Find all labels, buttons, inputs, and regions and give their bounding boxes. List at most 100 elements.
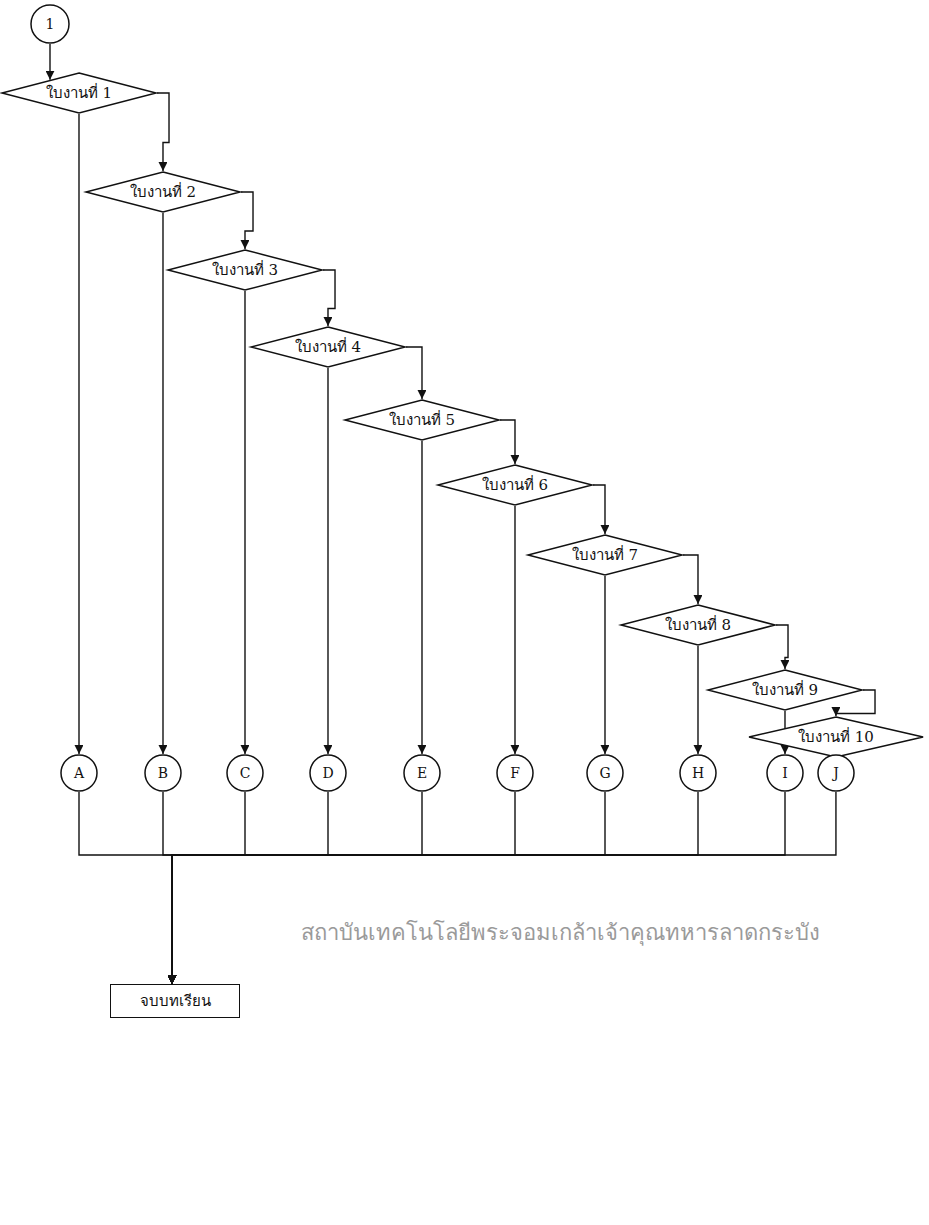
node-text-group: H [692,765,704,782]
flow-arrow [172,792,245,984]
circle-shape [145,755,181,791]
circle-shape [404,755,440,791]
flow-arrow [172,792,515,984]
worksheet-label: ใบงานที่ 8 [665,616,731,634]
node-text-group: D [322,765,333,782]
flow-arrow [162,213,163,754]
circle-shape [818,755,854,791]
connector-circle: C [226,754,264,792]
decision-diamond: ใบงานที่ 8 [620,604,776,646]
flow-arrow [514,506,515,754]
flow-arrow [327,368,328,754]
node-text-group: A [74,765,84,782]
diamond-shape [251,327,405,367]
connector-circle: D [309,754,347,792]
worksheet-label: ใบงานที่ 4 [295,338,361,356]
connector-circle: B [144,754,182,792]
watermark-text: สถาบันเทคโนโลยีพระจอมเกล้าเจ้าคุณทหารลาด… [301,915,820,950]
decision-diamond: ใบงานที่ 5 [344,399,500,441]
flow-arrow [421,441,422,754]
flow-arrow [49,44,50,80]
node-text-group: ใบงานที่ 6 [482,476,548,494]
node-text-group: ใบงานที่ 2 [130,183,196,201]
node-text-group: G [599,765,610,782]
connector-label: E [417,765,427,782]
connector-label: H [692,765,704,782]
flow-arrow [172,792,605,984]
connector-label: G [599,765,610,782]
connector-circle: G [586,754,624,792]
worksheet-label: ใบงานที่ 6 [482,476,548,494]
diamond-shape [528,535,682,575]
decision-diamond: ใบงานที่ 3 [167,249,323,291]
connector-label: B [158,765,168,782]
decision-diamond: ใบงานที่ 9 [707,669,863,711]
diamond-shape [345,400,499,440]
flow-arrow [172,792,836,984]
flow-arrow [78,114,79,754]
node-text-group: ใบงานที่ 8 [665,616,731,634]
diamond-shape [168,250,322,290]
diamond-shape [2,73,156,113]
node-text-group: จบบทเรียน [140,992,211,1010]
flow-arrow [172,792,698,984]
connector-label: 1 [46,16,55,33]
node-text-group: ใบงานที่ 10 [798,728,874,746]
worksheet-label: ใบงานที่ 10 [798,728,874,746]
flow-arrow [241,192,253,249]
node-text-group: ใบงานที่ 4 [295,338,361,356]
connector-label: D [322,765,333,782]
worksheet-label: ใบงานที่ 1 [46,84,112,102]
flow-arrow [172,792,328,984]
diamond-shape [86,172,240,212]
worksheet-label: ใบงานที่ 7 [572,546,638,564]
flow-arrow [776,625,788,669]
flow-arrow [683,555,698,604]
node-text-group: C [240,765,251,782]
node-text-group: 1 [46,16,55,33]
node-text-group: J [833,765,839,782]
diamond-shape [438,465,592,505]
worksheet-label: ใบงานที่ 2 [130,183,196,201]
flow-arrow [406,347,422,399]
end-label: จบบทเรียน [140,992,211,1010]
connector-label: J [833,765,839,782]
circle-shape [310,755,346,791]
connector-circle: H [679,754,717,792]
decision-diamond: ใบงานที่ 10 [748,716,924,758]
connector-circle: F [496,754,534,792]
flow-arrow [163,792,172,984]
connector-circle: 1 [30,4,70,44]
connector-circle: I [766,754,804,792]
node-text-group: ใบงานที่ 1 [46,84,112,102]
flow-arrow [593,485,605,534]
circle-shape [680,755,716,791]
connector-circle: A [60,754,98,792]
flow-arrow [244,291,245,754]
circle-shape [31,5,69,43]
diamond-shape [749,717,923,757]
circle-shape [587,755,623,791]
connector-label: I [782,765,788,782]
diamond-shape [621,605,775,645]
worksheet-label: ใบงานที่ 5 [389,411,455,429]
node-text-group: ใบงานที่ 9 [752,681,818,699]
flow-arrow [604,576,605,754]
worksheet-label: ใบงานที่ 9 [752,681,818,699]
node-text-group: E [417,765,427,782]
connector-circle: J [817,754,855,792]
connector-label: C [240,765,251,782]
flow-arrow [323,270,335,326]
circle-shape [767,755,803,791]
diamond-shape [708,670,862,710]
node-text-group: I [782,765,788,782]
node-text-group: B [158,765,168,782]
connector-circle: E [403,754,441,792]
connector-label: A [74,765,84,782]
decision-diamond: ใบงานที่ 2 [85,171,241,213]
flow-arrow [697,646,698,754]
node-text-group: ใบงานที่ 3 [212,261,278,279]
flow-arrow [172,792,422,984]
circle-shape [497,755,533,791]
